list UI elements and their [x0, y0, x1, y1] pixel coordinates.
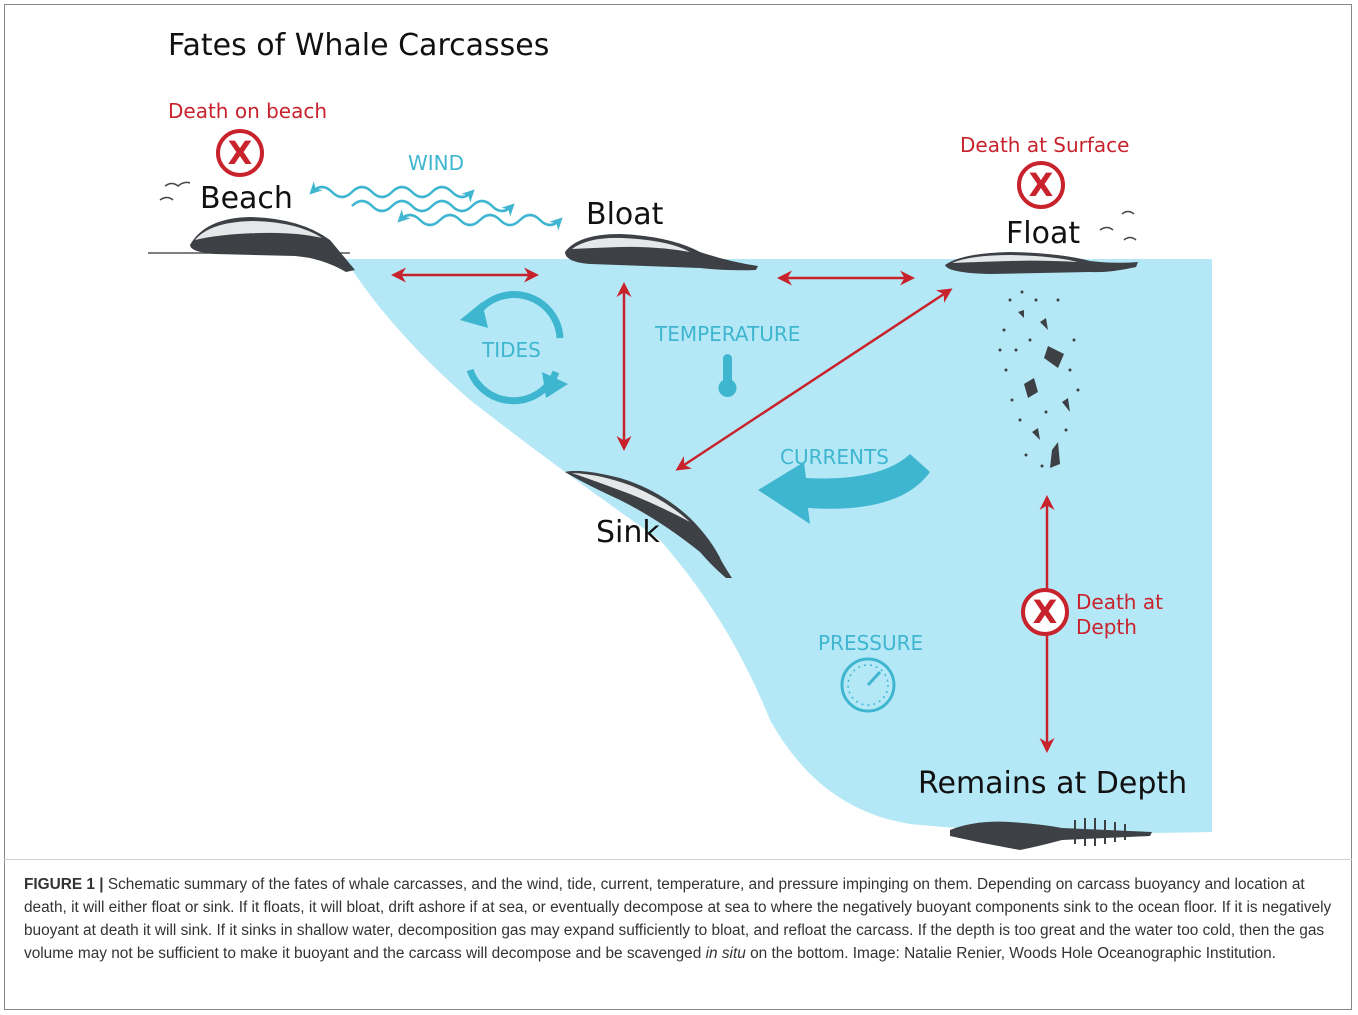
whale-beach [190, 217, 355, 272]
svg-text:X: X [1029, 166, 1054, 204]
caption-divider [4, 859, 1352, 860]
caption-label: FIGURE 1 | [24, 876, 104, 893]
svg-text:X: X [228, 134, 253, 172]
caption-italic: in situ [705, 945, 746, 962]
x-circle-icon: X [1021, 588, 1069, 636]
tides-cycle-icon [460, 291, 568, 405]
thermometer-icon [718, 354, 737, 397]
x-circle-icon: X [216, 129, 264, 177]
label-death-at-depth-1: Death at [1076, 590, 1163, 614]
svg-text:X: X [1033, 593, 1058, 631]
decomposition-particles [998, 290, 1080, 468]
bird-icon [159, 181, 1137, 241]
label-death-at-surface: Death at Surface [960, 133, 1129, 157]
gauge-icon [840, 657, 896, 713]
whale-remains [950, 818, 1152, 850]
wind-waves [309, 181, 563, 231]
whale-carcass-diagram: Fates of Whale Carcasses [148, 28, 1212, 850]
ocean-water [345, 259, 1212, 833]
label-tides: TIDES [481, 338, 541, 362]
caption-text: Schematic summary of the fates of whale … [24, 876, 1332, 962]
label-bloat: Bloat [586, 197, 664, 232]
label-temperature: TEMPERATURE [654, 322, 800, 346]
label-beach: Beach [200, 181, 293, 216]
label-currents: CURRENTS [780, 445, 889, 469]
label-sink: Sink [596, 515, 660, 550]
label-wind: WIND [408, 151, 464, 175]
label-death-on-beach: Death on beach [168, 99, 327, 123]
figure-caption: FIGURE 1 | Schematic summary of the fate… [24, 873, 1334, 965]
diagram-title: Fates of Whale Carcasses [168, 28, 549, 63]
figure-frame [4, 4, 1352, 1010]
label-pressure: PRESSURE [818, 631, 923, 655]
transition-arrows [391, 267, 1055, 753]
whale-float [945, 252, 1138, 274]
whale-bloat [565, 234, 758, 271]
caption-text-end: on the bottom. Image: Natalie Renier, Wo… [745, 945, 1276, 962]
label-float: Float [1006, 216, 1080, 251]
arrow-sink-float [675, 288, 953, 471]
x-circle-icon: X [1017, 161, 1065, 209]
label-remains-at-depth: Remains at Depth [918, 766, 1187, 801]
currents-arrow-icon [758, 454, 930, 524]
whale-sink [565, 470, 732, 578]
label-death-at-depth-2: Depth [1076, 615, 1137, 639]
